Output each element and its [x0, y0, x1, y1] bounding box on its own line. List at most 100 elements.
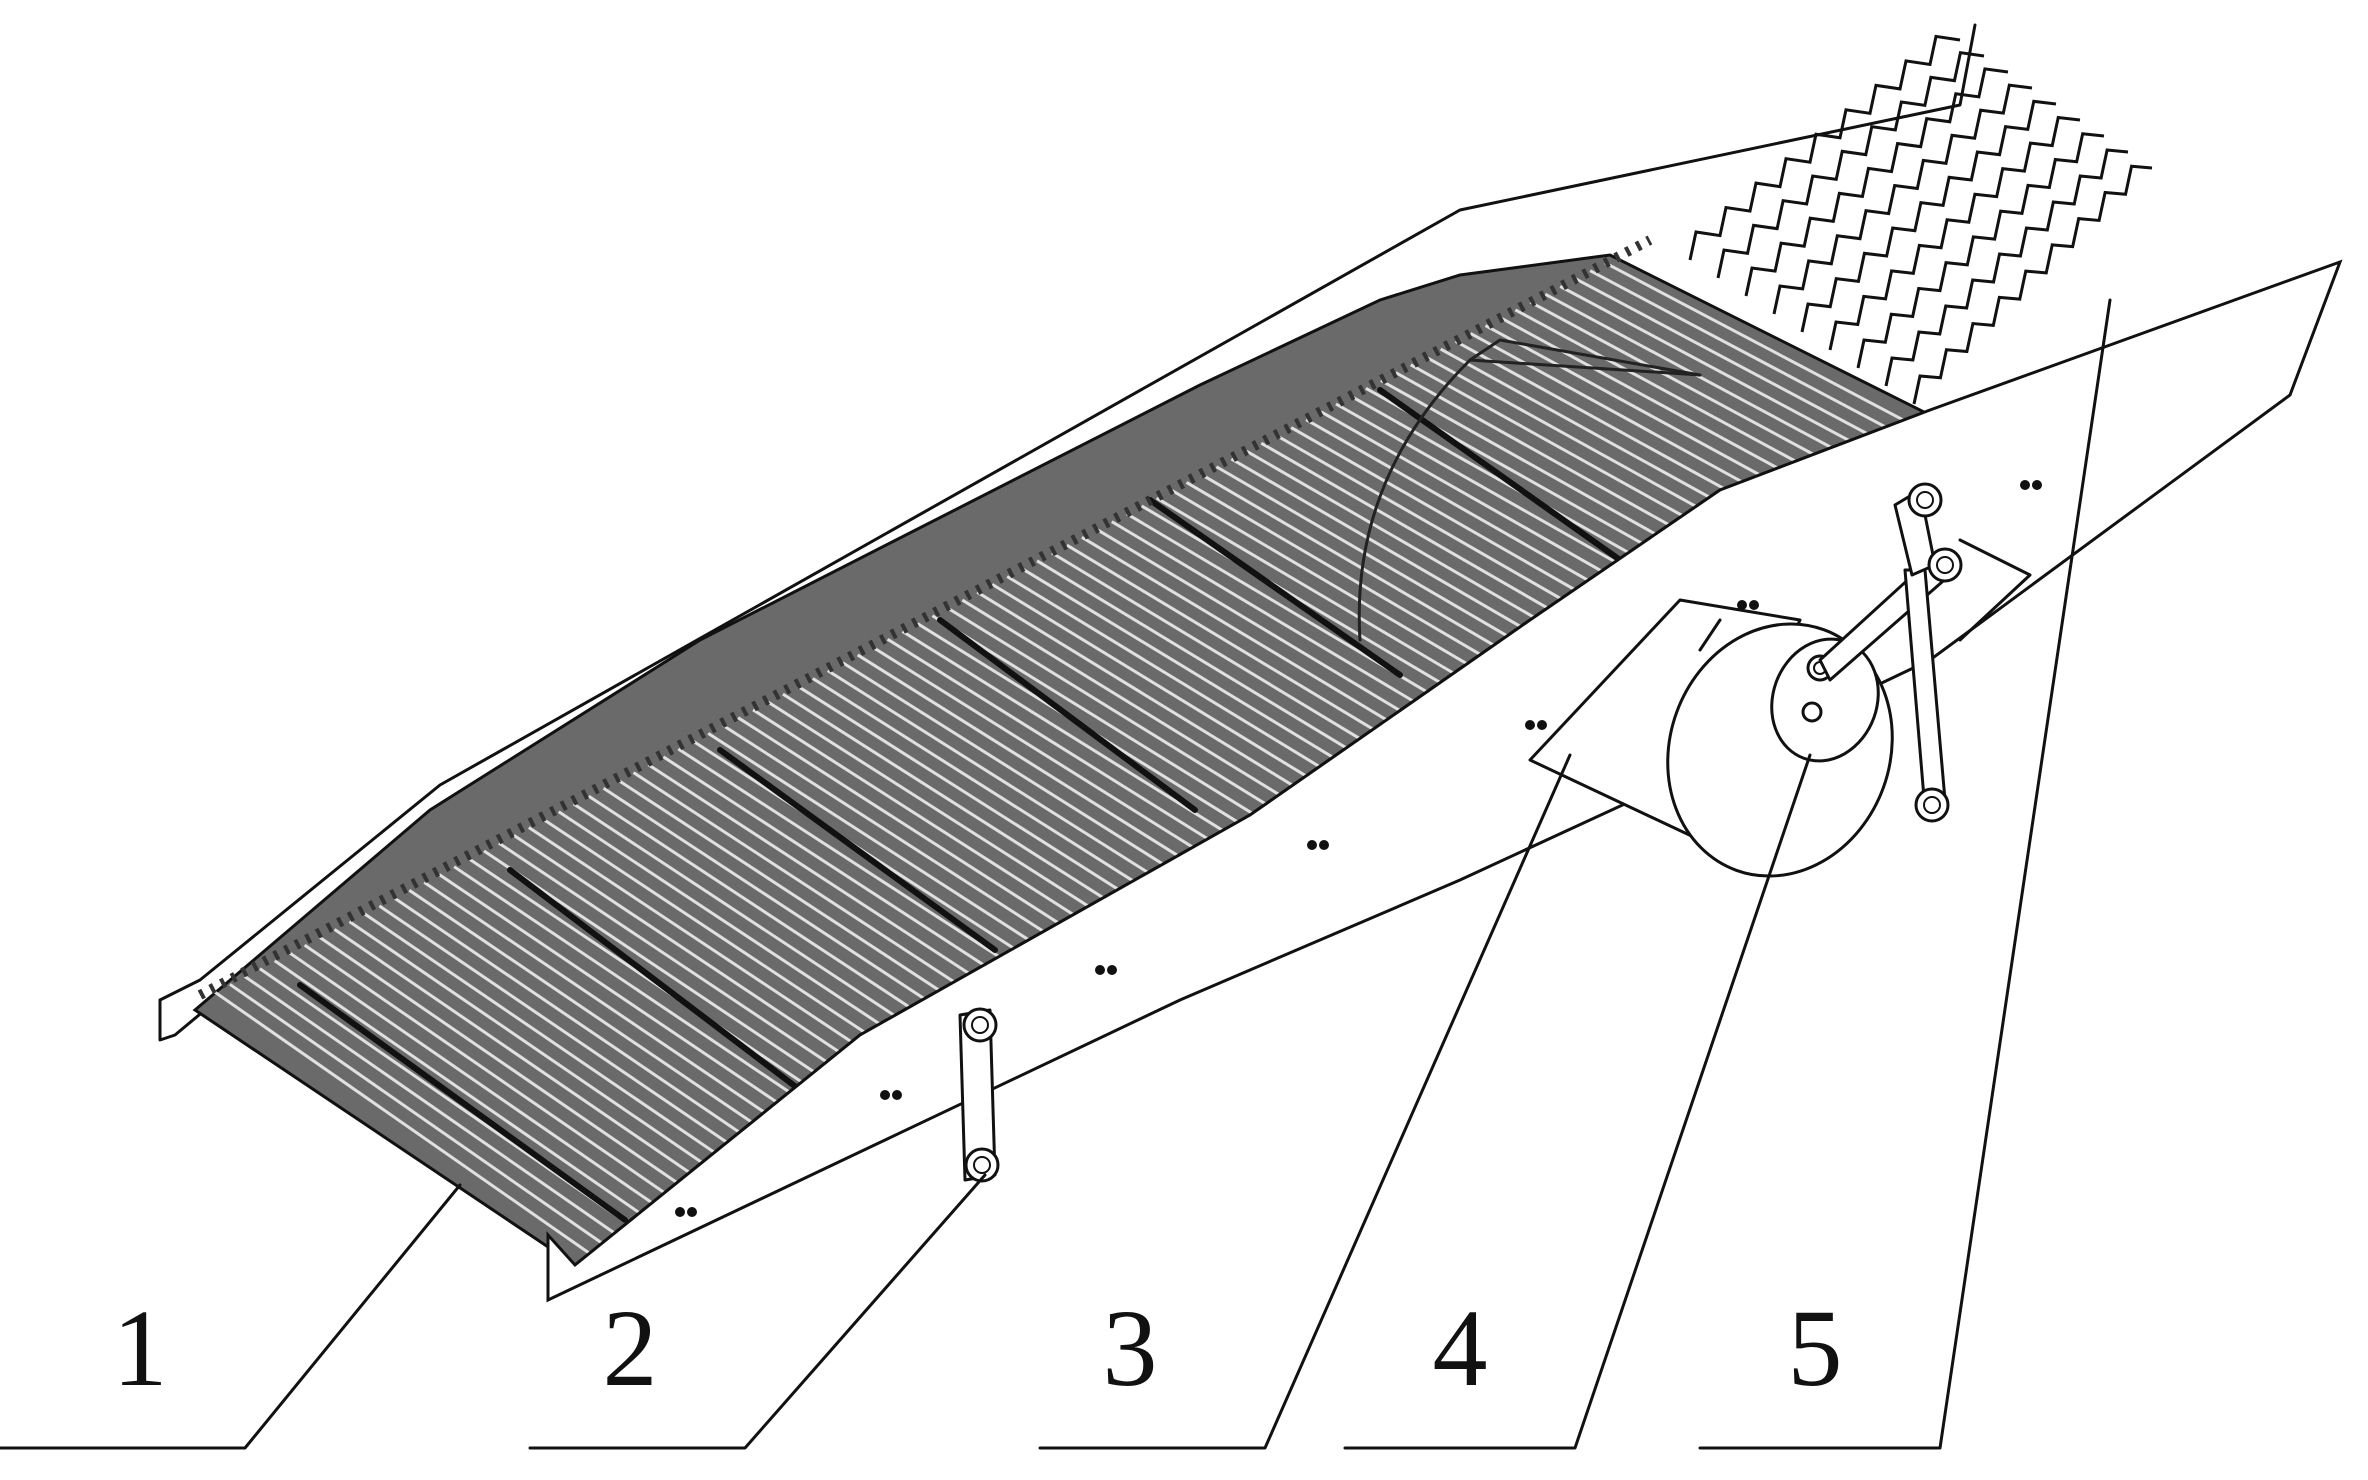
belt-slat — [468, 857, 832, 1103]
pivot-link — [958, 1007, 1000, 1183]
belt-slat — [363, 912, 733, 1166]
belt-slat — [1155, 496, 1486, 693]
belt-slat — [1305, 418, 1628, 604]
rake-plate — [1716, 50, 1985, 279]
rake-plate — [1688, 34, 1961, 261]
callout-5: 5 — [1788, 1287, 1843, 1409]
belt-slat — [1200, 473, 1528, 666]
drive-disc — [1666, 618, 1894, 878]
crank-link — [1818, 482, 2032, 823]
belt-slat — [453, 865, 818, 1112]
belt-slat — [722, 724, 1074, 952]
belt-slat — [1499, 316, 1813, 488]
belt-slat — [393, 896, 761, 1148]
belt-slat — [931, 614, 1273, 827]
belt-slat — [1529, 300, 1841, 470]
belt-slat — [348, 920, 718, 1175]
belt-slat — [333, 928, 704, 1183]
leader-lines — [0, 298, 2112, 1450]
belt-slat — [1574, 277, 1884, 444]
rake-plate — [1744, 67, 2009, 297]
toothed-rake — [1688, 34, 2153, 405]
belt-slat — [901, 630, 1244, 845]
belt-slat — [1275, 434, 1599, 622]
belt-slat — [378, 904, 747, 1157]
belt-slat — [1081, 536, 1415, 738]
rake-plate — [1800, 99, 2057, 333]
slatted-belt — [192, 235, 1934, 1267]
belt-slat — [1320, 410, 1642, 595]
rake-plate — [1856, 132, 2105, 369]
belt-slat — [214, 990, 591, 1255]
belt-slat — [229, 983, 605, 1246]
belt-slat — [946, 606, 1287, 818]
rake-plate — [1828, 115, 2081, 351]
belt-slat — [737, 716, 1088, 943]
belt-slat — [1589, 269, 1898, 435]
belt-slat — [856, 653, 1202, 871]
belt-slat — [1230, 457, 1557, 649]
belt-slat — [1021, 567, 1358, 773]
belt-slat — [647, 763, 1003, 996]
belt-slat — [1454, 339, 1770, 515]
belt-slat — [483, 849, 846, 1094]
belt-slat — [572, 802, 932, 1041]
belt-slat — [288, 951, 662, 1210]
rake-plate — [1912, 164, 2153, 405]
belt-slat — [961, 598, 1301, 809]
belt-slat — [587, 794, 946, 1032]
belt-slat — [812, 677, 1159, 898]
belt-slat — [632, 771, 988, 1005]
belt-slat — [976, 590, 1315, 800]
belt-slat — [1140, 504, 1472, 702]
belt-slat — [886, 637, 1230, 854]
belt-slat — [1185, 481, 1514, 675]
rake-plate — [1884, 148, 2129, 387]
belt-slat — [1066, 543, 1400, 747]
belt-slat — [797, 685, 1145, 907]
belt-slat — [1006, 575, 1344, 782]
belt-slat — [243, 975, 619, 1237]
belt-slat — [1170, 488, 1500, 684]
belt-slat — [1260, 441, 1585, 631]
belt-slat — [1350, 394, 1670, 577]
callout-2: 2 — [603, 1287, 658, 1409]
callout-4: 4 — [1433, 1287, 1488, 1409]
belt-slat — [1051, 551, 1386, 756]
callout-1: 1 — [113, 1287, 168, 1409]
belt-slat — [1036, 559, 1372, 764]
belt-slat — [782, 692, 1131, 916]
belt-slat — [1469, 332, 1784, 506]
belt-slat — [1424, 355, 1741, 533]
belt-slat — [1380, 379, 1699, 559]
belt-slat — [1514, 308, 1827, 479]
belt-slat — [602, 787, 960, 1023]
belt-slat — [1395, 371, 1713, 551]
belt-slat — [662, 755, 1017, 987]
belt-slat — [1245, 449, 1571, 640]
belt-slat — [498, 841, 861, 1085]
belt-slat — [991, 583, 1329, 791]
belt-slat — [841, 661, 1187, 880]
belt-slat — [528, 826, 889, 1068]
belt-slat — [677, 747, 1031, 978]
belt-slat — [1215, 465, 1543, 658]
rake-plate — [1772, 83, 2033, 315]
belt-slat — [1559, 285, 1869, 452]
belt-slat — [438, 873, 804, 1121]
belt-slat — [767, 700, 1116, 925]
belt-slat — [303, 943, 676, 1201]
belt-slat — [542, 818, 903, 1059]
belt-slat — [826, 669, 1173, 889]
callout-3: 3 — [1103, 1287, 1158, 1409]
callout-labels: 1 2 3 4 5 — [113, 1287, 1843, 1409]
belt-slat — [1544, 292, 1855, 461]
belt-slat — [318, 936, 690, 1192]
belt-slat — [707, 732, 1059, 961]
belt-slat — [273, 959, 647, 1219]
belt-slat — [617, 779, 974, 1014]
belt-slat — [871, 645, 1216, 863]
belt-slat — [423, 881, 789, 1130]
belt-slat — [513, 834, 875, 1077]
